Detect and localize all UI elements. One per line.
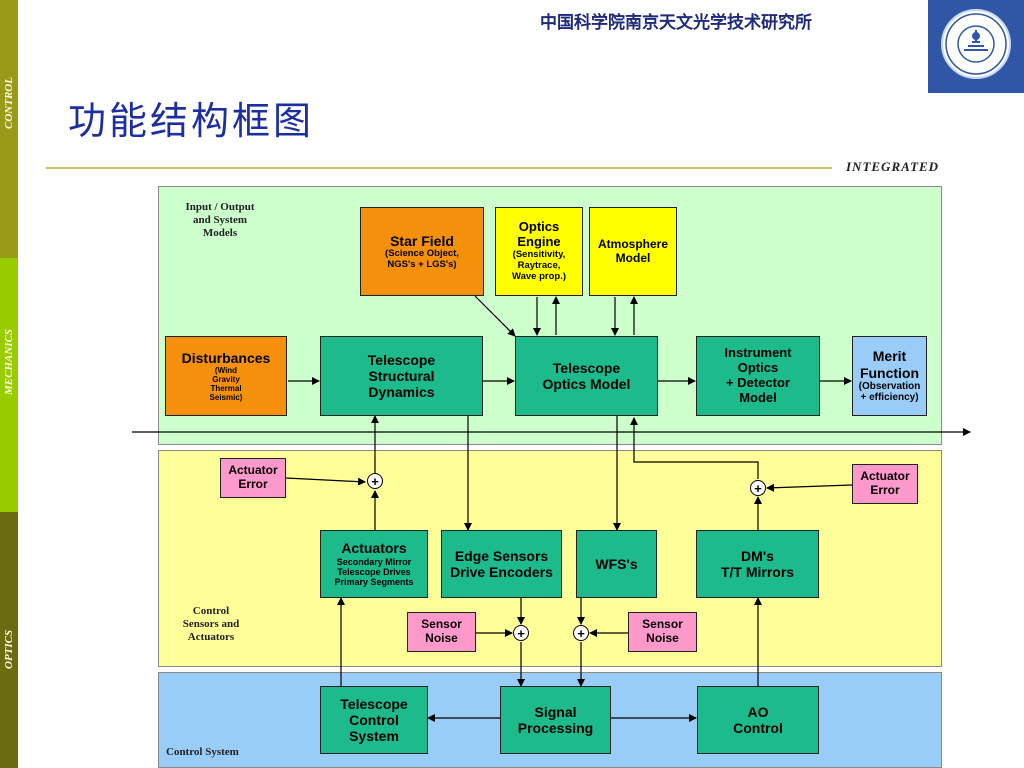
disturbances-sub: (Wind Gravity Thermal Seismic) xyxy=(209,365,243,403)
disturbances-block: Disturbances (Wind Gravity Thermal Seism… xyxy=(165,336,287,416)
telescope-structural-dynamics-title: Telescope Structural Dynamics xyxy=(367,351,436,401)
telescope-optics-model-title: Telescope Optics Model xyxy=(542,359,631,392)
side-banner-mechanics: MECHANICS xyxy=(0,258,18,512)
actuators-title: Actuators xyxy=(341,540,407,557)
sensors-zone-label: Control Sensors and Actuators xyxy=(182,605,240,643)
disturbances-title: Disturbances xyxy=(181,349,271,366)
telescope-structural-dynamics-block: Telescope Structural Dynamics xyxy=(320,336,483,416)
page-title: 功能结构框图 xyxy=(68,99,315,143)
side-banner-control: CONTROL xyxy=(0,0,18,258)
sensor-noise-right-block: Sensor Noise xyxy=(628,612,697,652)
io-zone-label: Input / Output and System Models xyxy=(185,201,255,239)
star-field-block: Star Field (Science Object, NGS's + LGS'… xyxy=(360,207,484,296)
edge-sensors-block: Edge Sensors Drive Encoders xyxy=(441,530,562,598)
star-field-sub: (Science Object, NGS's + LGS's) xyxy=(385,247,459,270)
actuator-error-right-block: Actuator Error xyxy=(852,464,918,504)
telescope-control-system-block: Telescope Control System xyxy=(320,686,428,754)
institute-logo xyxy=(928,0,1024,93)
summing-junction-dm: + xyxy=(750,480,766,496)
telescope-optics-model-block: Telescope Optics Model xyxy=(515,336,658,416)
ao-control-title: AO Control xyxy=(733,703,783,736)
merit-function-title: Merit Function xyxy=(859,348,920,381)
signal-processing-title: Signal Processing xyxy=(517,703,594,736)
actuators-sub: Secondary Mirror Telescope Drives Primar… xyxy=(334,556,414,588)
merit-function-sub: (Observation + efficiency) xyxy=(858,380,921,404)
actuator-error-left-block: Actuator Error xyxy=(220,458,286,498)
summing-junction-actuator: + xyxy=(367,473,383,489)
title-divider xyxy=(46,167,832,169)
merit-function-block: Merit Function (Observation + efficiency… xyxy=(852,336,927,416)
sensor-noise-left-title: Sensor Noise xyxy=(421,617,462,645)
instrument-optics-block: Instrument Optics + Detector Model xyxy=(696,336,820,416)
sensor-noise-right-title: Sensor Noise xyxy=(642,617,683,645)
dm-tt-mirrors-title: DM's T/T Mirrors xyxy=(720,547,795,580)
wfs-title: WFS's xyxy=(595,555,638,572)
star-field-title: Star Field xyxy=(390,232,454,249)
integrated-label: INTEGRATED xyxy=(846,159,940,174)
wfs-block: WFS's xyxy=(576,530,657,598)
side-banner: CONTROL MECHANICS OPTICS xyxy=(0,0,18,768)
dm-tt-mirrors-block: DM's T/T Mirrors xyxy=(696,530,819,598)
atmosphere-model-title: Atmosphere Model xyxy=(597,236,668,265)
optics-engine-title: Optics Engine xyxy=(517,219,561,250)
summing-junction-wfs: + xyxy=(573,625,589,641)
side-banner-optics: OPTICS xyxy=(0,512,18,768)
ao-control-block: AO Control xyxy=(697,686,819,754)
edge-sensors-title: Edge Sensors Drive Encoders xyxy=(450,547,553,580)
institute-seal-icon xyxy=(941,9,1011,79)
organization-name: 中国科学院南京天文光学技术研究所 xyxy=(540,13,812,33)
signal-processing-block: Signal Processing xyxy=(500,686,611,754)
control-zone-label: Control System xyxy=(166,746,239,758)
telescope-control-system-title: Telescope Control System xyxy=(340,695,408,745)
optics-engine-block: Optics Engine (Sensitivity, Raytrace, Wa… xyxy=(495,207,583,296)
summing-junction-edge: + xyxy=(513,625,529,641)
atmosphere-model-block: Atmosphere Model xyxy=(589,207,677,296)
actuator-error-left-title: Actuator Error xyxy=(228,463,278,491)
actuator-error-right-title: Actuator Error xyxy=(860,469,910,497)
instrument-optics-title: Instrument Optics + Detector Model xyxy=(724,345,792,405)
optics-engine-sub: (Sensitivity, Raytrace, Wave prop.) xyxy=(511,249,566,282)
sensor-noise-left-block: Sensor Noise xyxy=(407,612,476,652)
actuators-block: Actuators Secondary Mirror Telescope Dri… xyxy=(320,530,428,598)
